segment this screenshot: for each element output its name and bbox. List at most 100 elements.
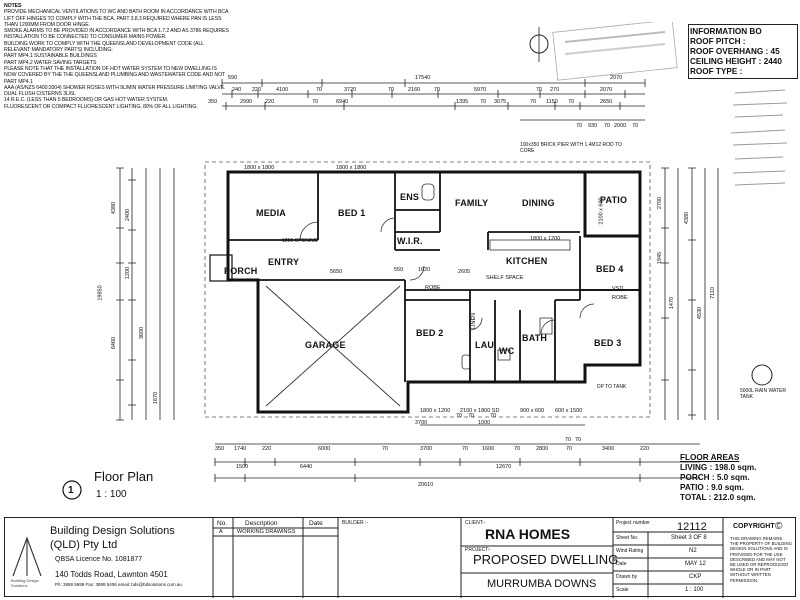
dim-b1: 70 bbox=[575, 437, 582, 443]
window-dim: 1800 x 1800 bbox=[244, 165, 275, 171]
robe-label: ROBE bbox=[425, 285, 441, 291]
area-total: TOTAL : 212.0 sqm. bbox=[680, 493, 756, 502]
room-entry: ENTRY bbox=[268, 257, 300, 267]
dim-b2: 70 bbox=[462, 446, 469, 452]
dim-b1: 70 bbox=[468, 413, 475, 419]
dim-b2: 70 bbox=[514, 446, 521, 452]
logo-text: Building Design Solutions bbox=[11, 578, 39, 588]
dim-bottom-overall: 20610 bbox=[418, 482, 434, 488]
shelf-space-label: SHELF SPACE bbox=[486, 275, 524, 281]
sheet-value: Sheet 3 OF 8 bbox=[671, 535, 707, 541]
company-name-2: (QLD) Pty Ltd bbox=[50, 539, 118, 551]
ceiling-height-value: 2440 bbox=[763, 57, 782, 66]
dim-r3: 350 bbox=[208, 99, 218, 105]
room-garage: GARAGE bbox=[305, 340, 346, 350]
note-line: PROVIDE MECHANICAL VENTILATIONS TO WC AN… bbox=[4, 9, 229, 16]
opening-label: 1200 OPENING bbox=[282, 238, 318, 244]
rev-header-no: No. bbox=[217, 520, 228, 527]
window-dim: 900 x 600 bbox=[520, 408, 545, 414]
dim-b2: 70 bbox=[382, 446, 389, 452]
dim-r3: 3075 bbox=[494, 99, 507, 105]
floor-plan-number: 1 bbox=[68, 485, 74, 496]
room-ens: ENS bbox=[400, 192, 420, 202]
room-dining: DINING bbox=[522, 198, 555, 208]
dim-b1: 70 bbox=[565, 437, 572, 443]
roof-overhang-value: 45 bbox=[770, 47, 780, 56]
dim-r2: 5970 bbox=[474, 87, 487, 93]
roof-overhang: ROOF OVERHANG : bbox=[690, 47, 769, 56]
scale-label: Scale bbox=[616, 587, 629, 593]
roof-overhang-row: ROOF OVERHANG : 45 bbox=[690, 47, 798, 57]
window-dim: 1800 x 1200 bbox=[420, 408, 451, 414]
roof-type: ROOF TYPE : bbox=[690, 67, 743, 76]
dim-left: 1200 bbox=[125, 266, 132, 280]
dim-b2: 6000 bbox=[318, 446, 331, 452]
dim-r2: 70 bbox=[316, 87, 323, 93]
info-title: INFORMATION BO bbox=[690, 27, 762, 36]
dim-r3: 70 bbox=[312, 99, 319, 105]
title-block-grid bbox=[12, 518, 724, 598]
note-line: BUILDING WORK TO COMPLY WITH THE QUEENSL… bbox=[4, 40, 204, 54]
dim-b1: 3700 bbox=[415, 420, 428, 426]
dim-b3: 12670 bbox=[496, 464, 512, 470]
note-line: PART MP4.2 WATER SAVING TARGETS bbox=[4, 59, 97, 66]
linen-label: LINEN bbox=[471, 312, 478, 330]
company-contact: Ph: 3889 5699 Fax: 3889 5406 email: bds@… bbox=[55, 582, 182, 587]
room-patio: PATIO bbox=[600, 195, 628, 205]
dim-r2: 240 bbox=[232, 87, 242, 93]
room-lau: LAU bbox=[475, 340, 495, 350]
brick-pier-note: 100x350 BRICK PIER WITH 1.4M12 ROD TO CO… bbox=[520, 142, 622, 154]
dim-top-overall: 17540 bbox=[415, 75, 431, 81]
interior-dim: 5650 bbox=[330, 269, 343, 275]
dim-left: 4380 bbox=[111, 201, 118, 215]
dim-left: 2400 bbox=[125, 208, 132, 222]
rev-no: A bbox=[219, 529, 223, 535]
drawn-value: CKP bbox=[689, 574, 702, 580]
dim-b2: 3400 bbox=[602, 446, 615, 452]
floor-plan-title: Floor Plan bbox=[94, 469, 154, 484]
north-point-stamp bbox=[529, 22, 678, 81]
dim-r2: 270 bbox=[550, 87, 560, 93]
room-bed4: BED 4 bbox=[596, 264, 624, 274]
dim-r4: 930 bbox=[588, 123, 598, 129]
project-label: PROJECT:- bbox=[465, 547, 491, 553]
wind-value: N2 bbox=[689, 548, 697, 554]
wind-label: Wind Rating bbox=[616, 548, 644, 554]
dim-r2: 2160 bbox=[408, 87, 421, 93]
date-label: Date bbox=[616, 561, 627, 567]
builder-label: BUILDER :- bbox=[342, 520, 369, 526]
window-dim: 1800 x 1800 bbox=[336, 165, 367, 171]
note-line: PLEASE NOTE THAT THE INSTALLATION OF HOT… bbox=[4, 65, 225, 85]
project-location: MURRUMBA DOWNS bbox=[487, 578, 597, 590]
dim-r4: 70 bbox=[576, 123, 583, 129]
dim-left: 3600 bbox=[139, 326, 146, 340]
dim-right: 4380 bbox=[684, 211, 691, 225]
rev-header-date: Date bbox=[309, 520, 323, 527]
note-line: PART MP4.1 SUSTAINABLE BUILDINGS bbox=[4, 53, 97, 60]
project-number-label: Project number bbox=[616, 520, 650, 526]
room-wir: W.I.R. bbox=[397, 236, 423, 246]
area-living: LIVING : 198.0 sqm. bbox=[680, 463, 757, 472]
floor-areas: FLOOR AREAS LIVING : 198.0 sqm. PORCH : … bbox=[680, 453, 792, 503]
dim-top-right: 2070 bbox=[610, 75, 623, 81]
room-porch: PORCH bbox=[224, 266, 258, 276]
room-bed1: BED 1 bbox=[338, 208, 366, 218]
dp-to-tank-label: DP TO TANK bbox=[597, 384, 627, 390]
dim-r3: 1395 bbox=[456, 99, 469, 105]
dim-right: 1945 bbox=[657, 251, 664, 265]
general-notes: NOTES PROVIDE MECHANICAL VENTILATIONS TO… bbox=[4, 3, 229, 110]
dim-b2: 1740 bbox=[234, 446, 247, 452]
floor-areas-title: FLOOR AREAS bbox=[680, 453, 740, 462]
area-porch: PORCH : 5.0 sqm. bbox=[680, 473, 750, 482]
dim-r2: 3720 bbox=[344, 87, 357, 93]
dim-r2: 70 bbox=[434, 87, 441, 93]
dim-b3: 6440 bbox=[300, 464, 313, 470]
rev-header-description: Description bbox=[245, 520, 278, 527]
note-line: 14 R.E.C. (LESS THAN 5 BEDROOMS) OR GAS … bbox=[4, 97, 169, 104]
dim-r3: 70 bbox=[480, 99, 487, 105]
dim-left: 1670 bbox=[153, 391, 160, 405]
dim-r3: 220 bbox=[265, 99, 275, 105]
dim-b1: 70 bbox=[490, 413, 497, 419]
room-family: FAMILY bbox=[455, 198, 489, 208]
drawn-label: Drawn by bbox=[616, 574, 638, 580]
